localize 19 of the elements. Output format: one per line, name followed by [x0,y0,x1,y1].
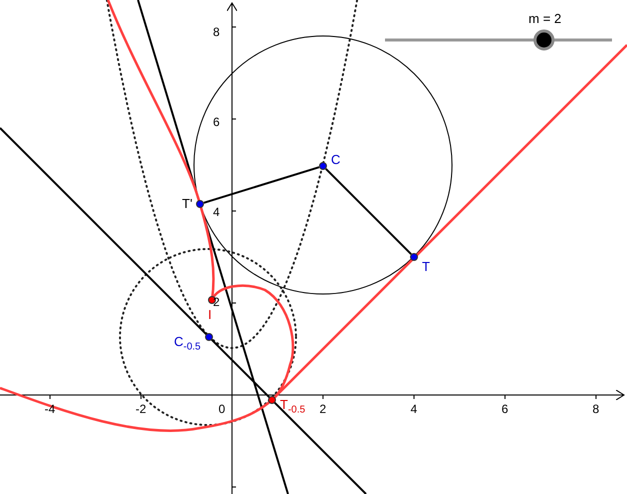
point-label: T$_{-0.5}$ [280,398,306,418]
axis-tick-label: 2 [213,296,220,308]
axis-tick-label: 8 [592,402,600,416]
axis-tick-label: 6 [502,402,508,416]
line-segment [204,166,320,204]
slider-label: m = 2 [528,12,562,24]
point-label: C [331,153,340,167]
axis-tick-label: -2 [136,402,146,416]
point-label: I [208,308,212,322]
point-label: C$_{-0.5}$ [174,335,201,355]
axis-tick-label: 4 [410,402,418,416]
axis-tick-label: 4 [213,206,220,218]
axis-tick-label: 6 [213,116,220,128]
axis-tick-label: 2 [320,402,326,416]
line-segment [325,168,412,255]
axis-tick-label: 0 [218,402,226,416]
point-label: T [422,260,430,274]
point-label: T' [182,197,192,211]
axis-tick-label: 8 [213,26,220,38]
